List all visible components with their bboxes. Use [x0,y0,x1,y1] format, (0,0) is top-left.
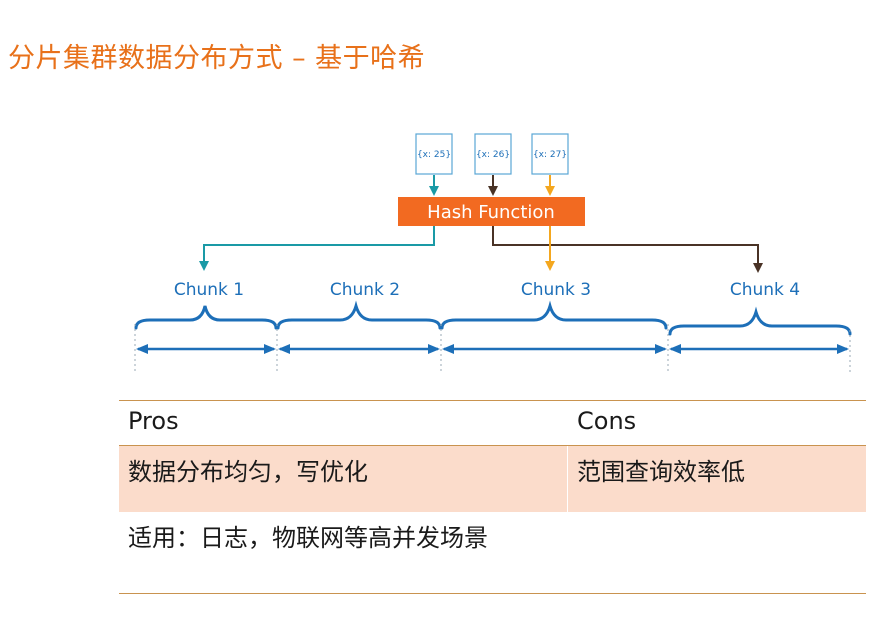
hash-function-box: Hash Function [398,197,585,226]
key-box-1: {x: 25} [415,133,453,175]
route-to-chunk1-arrow [199,226,435,271]
key-label-2: {x: 26} [476,150,510,160]
table-header-row: Pros Cons [119,400,866,446]
usage-cell: 适用：日志，物联网等高并发场景 [128,524,488,552]
key-label-1: {x: 25} [417,150,451,160]
hash-function-label: Hash Function [427,202,555,223]
hash-sharding-diagram: {x: 25} {x: 26} {x: 27} Hash Function Ch… [134,133,852,372]
cons-cell: 范围查询效率低 [577,458,745,486]
table-row: 数据分布均匀，写优化 范围查询效率低 [119,446,866,512]
table-row: 适用：日志，物联网等高并发场景 [119,512,866,594]
key-label-3: {x: 27} [533,150,567,160]
chunk-label-3: Chunk 3 [521,280,591,300]
chunk-brace-1 [134,305,278,330]
cons-header: Cons [577,407,637,435]
pros-header: Pros [128,407,179,435]
key-box-3: {x: 27} [531,133,569,175]
page-title: 分片集群数据分布方式 – 基于哈希 [8,43,426,74]
route-to-chunk4-arrow [492,226,763,273]
chunk-brace-2 [276,300,442,330]
chunk-brace-4 [668,306,852,336]
chunk-label-4: Chunk 4 [730,280,800,300]
chunk-brace-3 [440,300,668,330]
chunk-label-2: Chunk 2 [330,280,400,300]
pros-cons-table: Pros Cons 数据分布均匀，写优化 范围查询效率低 适用：日志，物联网等高… [119,400,866,594]
pros-cell: 数据分布均匀，写优化 [128,458,368,486]
column-divider [567,446,568,512]
chunk-label-1: Chunk 1 [174,280,244,300]
key-box-2: {x: 26} [474,133,512,175]
chunk-boundaries [134,324,851,372]
